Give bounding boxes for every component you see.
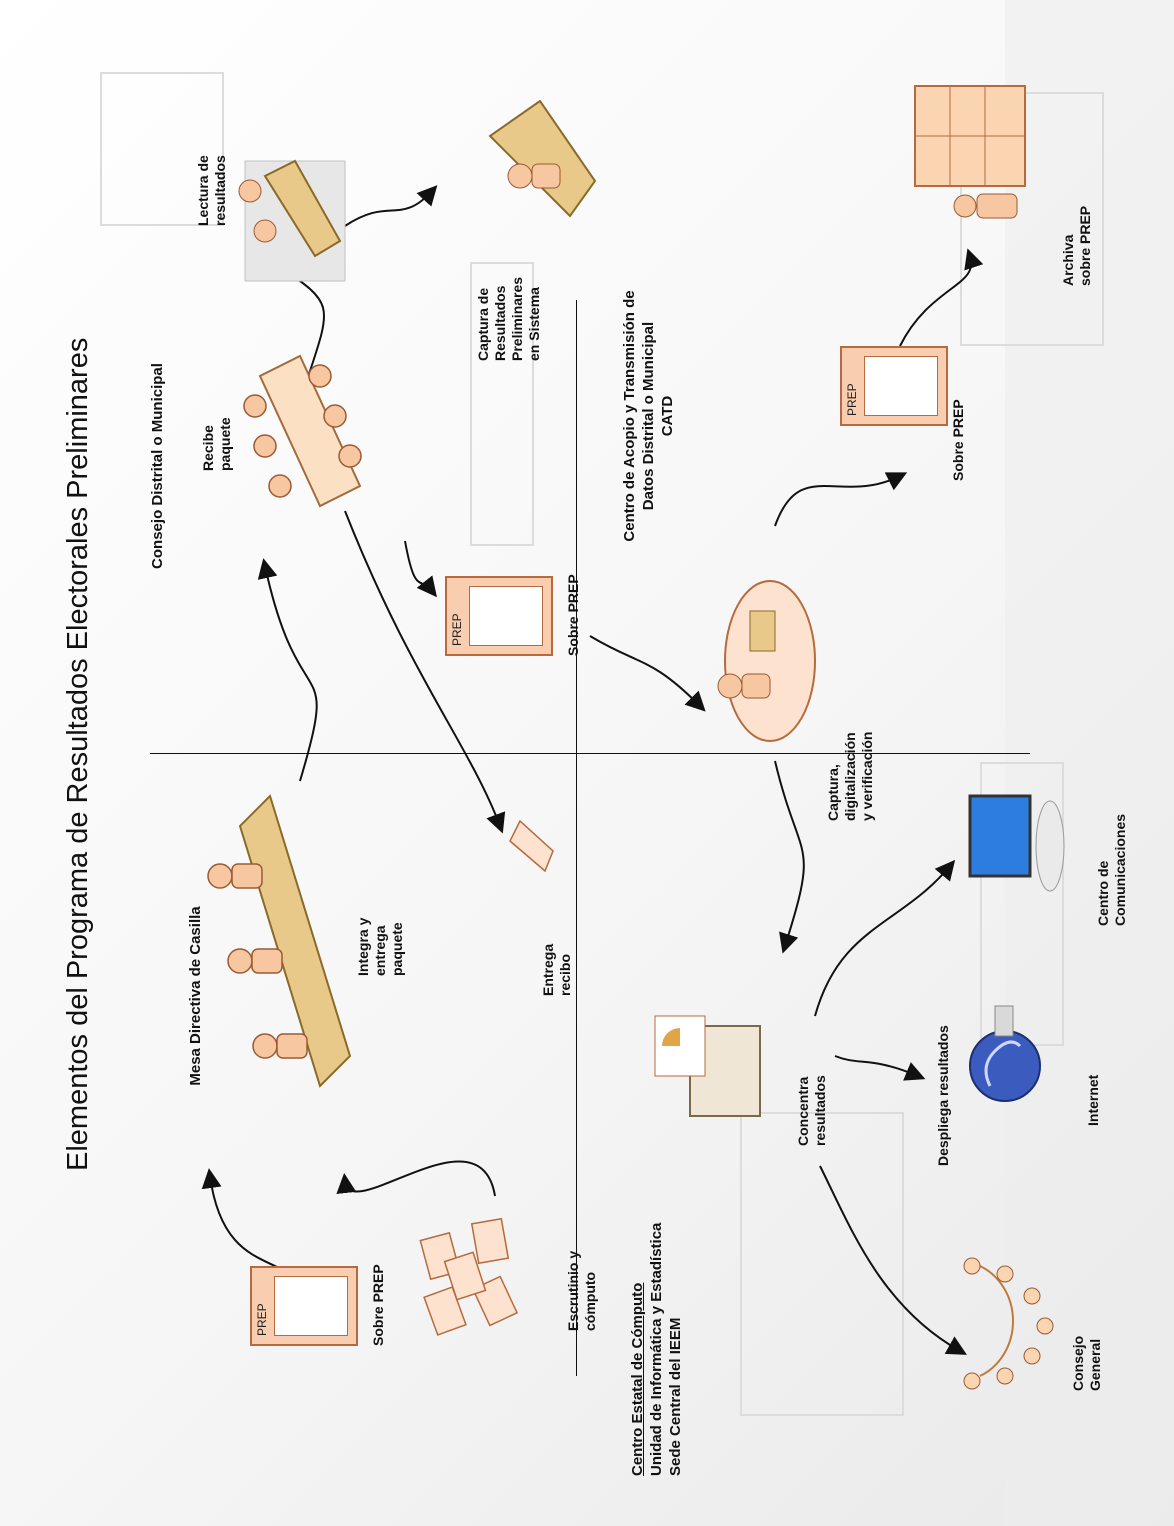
label-sobre-prep-1: Sobre PREP <box>370 1264 386 1346</box>
arrow-concentra-to-comunicaciones <box>814 859 956 1017</box>
sobre-prep-card-1: PREP <box>250 1266 358 1346</box>
label-centro-comunicaciones: Centro de Comunicaciones <box>1095 813 1128 926</box>
servidor-icon <box>654 1015 761 1117</box>
label-captura-resultados: Captura de Resultados Preliminares en Si… <box>475 276 542 361</box>
lectura-icon <box>238 159 346 282</box>
label-concentra: Concentra resultados <box>795 1075 828 1146</box>
recibe-paquete-icon <box>243 354 362 508</box>
arrow-mesa-to-recibe <box>257 558 318 782</box>
label-entrega-recibo: Entrega recibo <box>540 943 573 996</box>
mesa-directiva-icon <box>207 794 352 1088</box>
prep-card-inner <box>469 586 543 646</box>
consejo-general-icon <box>963 1257 1054 1390</box>
label-internet: Internet <box>1085 1074 1101 1126</box>
archiva-icon <box>914 85 1026 219</box>
label-captura-digitalizacion: Captura, digitalización y verificación <box>825 731 875 822</box>
prep-card-inner <box>864 356 938 416</box>
label-consejo-general: Consejo General <box>1070 1335 1103 1391</box>
prep-tag: PREP <box>845 383 859 416</box>
internet-globe-icon <box>969 1005 1041 1102</box>
label-despliega: Despliega resultados <box>935 1025 951 1166</box>
arrow-sobre2-to-captura <box>589 635 706 712</box>
arrow-recibe-to-sobre2 <box>404 540 438 598</box>
label-recibe-paquete: Recibe paquete <box>200 417 233 471</box>
escrutinio-papers-icon <box>419 1217 519 1336</box>
recibo-icon <box>509 819 554 873</box>
sobre-prep-card-3: PREP <box>840 346 948 426</box>
sobre-prep-card-2: PREP <box>445 576 553 656</box>
arrow-concentra-to-consejo <box>819 1165 967 1355</box>
arrow-escrutinio-to-mesa <box>336 1160 496 1197</box>
arrow-captura-to-sobre3 <box>774 472 908 527</box>
label-lectura: Lectura de resultados <box>195 155 228 226</box>
label-escrutinio: Escrutinio y cómputo <box>565 1250 598 1331</box>
label-integra: Integra y entrega paquete <box>355 917 405 976</box>
captura-resultados-icon <box>488 99 597 218</box>
arrow-lectura-to-captura-resultados <box>344 185 438 227</box>
label-archiva: Archiva sobre PREP <box>1060 205 1093 286</box>
label-sobre-prep-2: Sobre PREP <box>565 574 581 656</box>
label-sobre-prep-3: Sobre PREP <box>950 399 966 481</box>
prep-tag: PREP <box>450 613 464 646</box>
arrow-recibe-to-entrega <box>344 510 506 834</box>
computadora-icon <box>968 794 1065 892</box>
captura-digitalizacion-icon <box>717 580 816 742</box>
arrow-captura-to-concentra <box>774 760 805 954</box>
prep-tag: PREP <box>255 1303 269 1336</box>
arrow-concentra-to-despliega <box>834 1055 926 1081</box>
prep-card-inner <box>274 1276 348 1336</box>
arrow-sobre3-to-archiva <box>899 248 984 347</box>
